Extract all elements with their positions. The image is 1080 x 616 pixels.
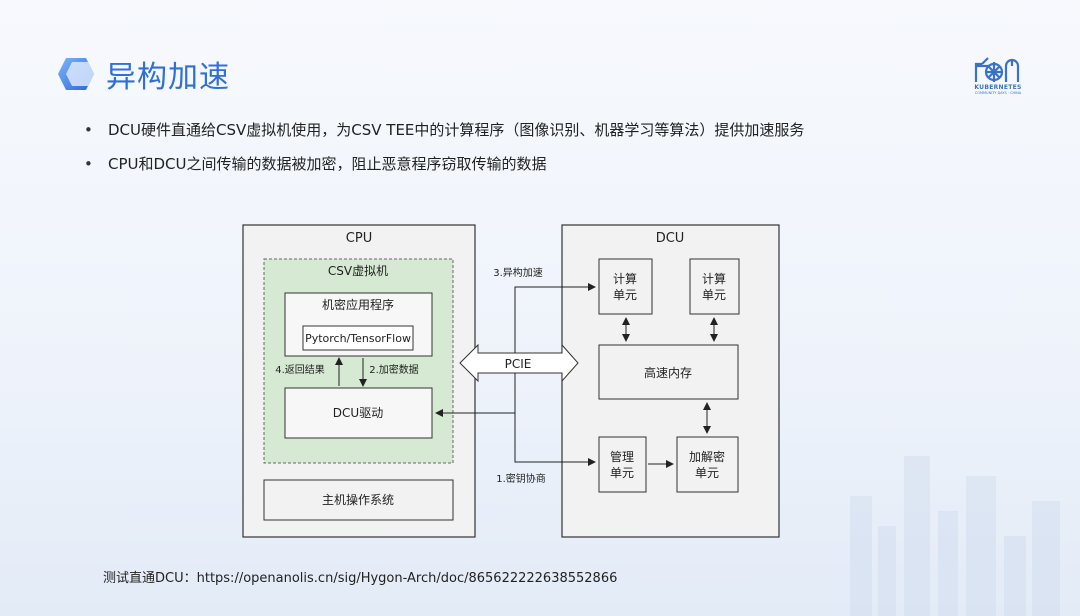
step-encrypt-label: 2.加密数据 xyxy=(369,363,419,376)
footer-note: 测试直通DCU：https://openanolis.cn/sig/Hygon-… xyxy=(103,571,618,586)
dcu-driver-label: DCU驱动 xyxy=(333,406,383,420)
management-unit-label-line1: 管理 xyxy=(610,449,634,464)
host-os-box: 主机操作系统 xyxy=(263,479,454,521)
compute-unit-2: 计算 单元 xyxy=(689,258,740,315)
step-key-label: 1.密钥协商 xyxy=(496,472,546,485)
pcie-label: PCIE xyxy=(505,357,532,371)
key-negotiation-connection xyxy=(514,373,596,466)
logo-wordmark: KUBERNETES xyxy=(974,84,1022,91)
step-accel-label: 3.异构加速 xyxy=(493,266,543,279)
framework-label: Pytorch/TensorFlow xyxy=(305,332,411,345)
management-unit: 管理 单元 xyxy=(598,436,647,493)
logo-subtext: COMMUNITY DAYS · CHINA xyxy=(974,91,1022,95)
confidential-app-label: 机密应用程序 xyxy=(322,297,394,312)
accel-connection xyxy=(514,283,596,353)
bullet-list: DCU硬件直通给CSV虚拟机使用，为CSV TEE中的计算程序（图像识别、机器学… xyxy=(80,120,804,188)
compute-unit-2-label-line1: 计算 xyxy=(702,271,726,286)
compute-unit-1-label-line1: 计算 xyxy=(613,271,637,286)
high-speed-memory-box: 高速内存 xyxy=(598,344,739,400)
crypto-unit-label-line1: 加解密 xyxy=(689,449,725,464)
bullet-item: CPU和DCU之间传输的数据被加密，阻止恶意程序窃取传输的数据 xyxy=(80,154,804,174)
step-return-label: 4.返回结果 xyxy=(275,363,325,376)
compute-unit-2-label-line2: 单元 xyxy=(702,288,726,302)
csv-vm-label: CSV虚拟机 xyxy=(328,264,388,278)
dcu-driver-box: DCU驱动 xyxy=(284,387,433,439)
high-speed-memory-label: 高速内存 xyxy=(644,365,692,380)
management-unit-label-line2: 单元 xyxy=(610,466,634,480)
city-skyline-decoration xyxy=(850,456,1060,616)
dcu-label: DCU xyxy=(656,231,685,246)
pcie-bus: PCIE xyxy=(459,343,579,383)
page-title: 异构加速 xyxy=(106,60,230,95)
host-os-label: 主机操作系统 xyxy=(322,492,394,507)
crypto-unit-label-line2: 单元 xyxy=(695,466,719,480)
bullet-item: DCU硬件直通给CSV虚拟机使用，为CSV TEE中的计算程序（图像识别、机器学… xyxy=(80,120,804,140)
crypto-unit: 加解密 单元 xyxy=(676,436,739,493)
title-hexagon-icon xyxy=(58,58,94,90)
kubernetes-community-days-logo xyxy=(974,57,1020,82)
compute-unit-1-label-line2: 单元 xyxy=(613,288,637,302)
compute-unit-1: 计算 单元 xyxy=(598,258,653,315)
cpu-label: CPU xyxy=(346,231,372,246)
framework-box: Pytorch/TensorFlow xyxy=(302,325,414,351)
